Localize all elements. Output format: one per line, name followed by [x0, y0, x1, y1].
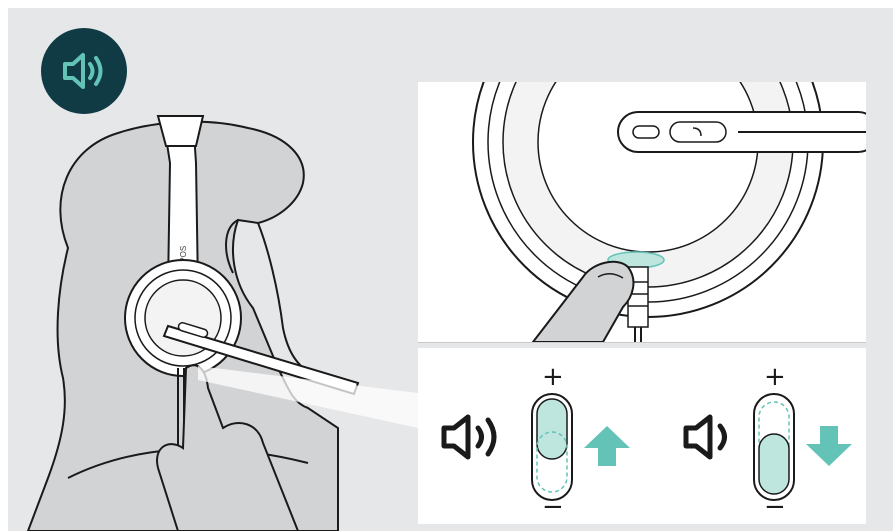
plus-sign-down: + — [764, 362, 786, 392]
minus-sign-down: − — [764, 492, 786, 522]
speaker-volume-icon — [63, 53, 103, 89]
panel-divider — [418, 342, 866, 343]
closeup-finger — [531, 260, 635, 342]
volume-rocker-up — [531, 393, 573, 501]
person-with-headset-illustration: EPOS — [26, 115, 418, 531]
volume-badge — [41, 28, 127, 114]
volume-controls-panel: + − + − — [418, 348, 866, 524]
rocker-pressed-area-down — [758, 433, 790, 495]
illustration-stage: EPOS — [8, 8, 893, 531]
rocker-pressed-area — [536, 398, 568, 460]
plus-sign-up: + — [542, 362, 564, 392]
volume-rocker-down — [753, 393, 795, 501]
speaker-loud-icon — [441, 414, 497, 460]
earcup-closeup-panel — [418, 82, 866, 342]
zoom-beam — [198, 366, 418, 428]
speaker-soft-icon — [683, 414, 727, 460]
earcup-closeup-illustration — [472, 82, 866, 342]
arrow-up-icon — [584, 426, 630, 466]
minus-sign-up: − — [542, 492, 564, 522]
arrow-down-icon — [806, 426, 852, 466]
headband-brand: EPOS — [179, 246, 188, 268]
